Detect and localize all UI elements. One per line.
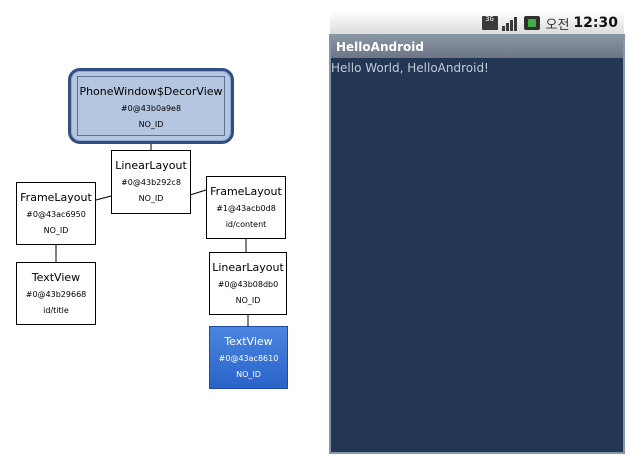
node-hash: #1@43acb0d8 <box>216 204 276 213</box>
node-id: NO_ID <box>43 226 69 235</box>
node-hash: #0@43ac8610 <box>218 354 279 363</box>
node-id: NO_ID <box>236 370 261 379</box>
status-icons: 3G 오전 12:30 <box>481 12 625 34</box>
node-name: TextView <box>224 335 273 348</box>
node-hash: #0@43ac6950 <box>26 210 86 219</box>
node-name: FrameLayout <box>210 185 282 198</box>
node-name: PhoneWindow$DecorView <box>79 85 223 98</box>
node-linear-layout-main[interactable]: LinearLayout #0@43b292c8 NO_ID <box>111 150 191 214</box>
edge-linear-frameleft <box>95 195 112 201</box>
node-hash: #0@43b292c8 <box>121 178 181 187</box>
hello-text[interactable]: Hello World, HelloAndroid! <box>331 61 489 75</box>
node-textview-selected[interactable]: TextView #0@43ac8610 NO_ID <box>209 326 288 389</box>
signal-icon <box>501 15 520 31</box>
node-decor-view[interactable]: PhoneWindow$DecorView #0@43b0a9e8 NO_ID <box>68 68 234 144</box>
node-id: id/content <box>225 220 267 229</box>
3g-icon: 3G <box>481 16 498 30</box>
network-label: 3G <box>485 16 494 23</box>
node-name: TextView <box>31 271 81 284</box>
app-title-bar: HelloAndroid <box>331 36 623 58</box>
node-name: LinearLayout <box>212 261 284 274</box>
node-linear-layout-inner[interactable]: LinearLayout #0@43b08db0 NO_ID <box>209 252 287 315</box>
node-frame-layout-left[interactable]: FrameLayout #0@43ac6950 NO_ID <box>16 182 96 245</box>
node-id: NO_ID <box>235 296 261 305</box>
status-time: 12:30 <box>573 15 618 31</box>
status-ampm: 오전 <box>545 17 570 33</box>
node-textview-title[interactable]: TextView #0@43b29668 id/title <box>16 262 96 325</box>
battery-icon <box>523 16 540 30</box>
device-screen: HelloAndroid Hello World, HelloAndroid! <box>329 34 625 454</box>
edge-linear-frameright <box>189 189 207 196</box>
node-id: NO_ID <box>138 120 164 129</box>
node-hash: #0@43b29668 <box>25 290 87 299</box>
node-hash: #0@43b0a9e8 <box>120 104 182 113</box>
node-id: id/title <box>43 306 69 315</box>
node-name: FrameLayout <box>20 191 92 204</box>
node-name: LinearLayout <box>115 159 187 172</box>
node-hash: #0@43b08db0 <box>217 280 279 289</box>
device-status-bar: 3G 오전 12:30 <box>330 12 624 34</box>
node-decor-view-frame <box>77 76 225 136</box>
node-frame-layout-content[interactable]: FrameLayout #1@43acb0d8 id/content <box>206 176 286 239</box>
node-id: NO_ID <box>138 194 164 203</box>
app-title: HelloAndroid <box>336 40 424 54</box>
